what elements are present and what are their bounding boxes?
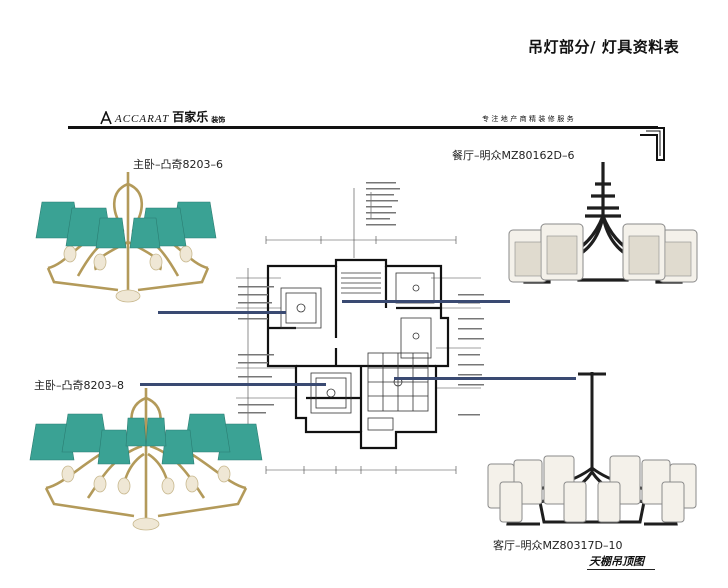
leader-line-dining-room — [342, 300, 510, 303]
chandelier-dining-room-image — [508, 162, 698, 284]
chandelier-master-bedroom-8-image — [29, 388, 263, 531]
chandelier-master-bedroom-6-image — [35, 172, 217, 303]
fixture-label-master-bedroom-6: 主卧–凸奇8203–6 — [133, 158, 223, 171]
header-rule — [68, 126, 658, 129]
ceiling-plan-caption: 天棚吊顶图 — [589, 555, 644, 568]
brand-subtitle: 装饰 — [211, 116, 226, 124]
brand-logo-group: ACCARAT 百家乐 装饰 — [100, 107, 225, 125]
leader-line-master-bedroom-8 — [140, 383, 326, 386]
fixture-label-dining-room: 餐厅–明众MZ80162D–6 — [452, 149, 575, 162]
brand-logo-text: ACCARAT — [115, 113, 170, 125]
chandelier-living-room-image — [487, 372, 697, 526]
fixture-label-living-room: 客厅–明众MZ80317D–10 — [493, 539, 623, 552]
corner-ornament-icon — [640, 127, 665, 161]
leader-line-master-bedroom-6 — [158, 311, 286, 314]
sheet-title: 吊灯部分/ 灯具资料表 — [528, 38, 680, 56]
ceiling-plan-drawing — [236, 182, 484, 474]
brand-chinese-name: 百家乐 — [172, 110, 209, 124]
brand-slogan: 专注地产商精装修服务 — [482, 115, 576, 123]
caption-underline — [587, 569, 655, 570]
brand-mark-icon — [100, 111, 112, 125]
leader-line-living-room — [394, 377, 576, 380]
fixture-label-master-bedroom-8: 主卧–凸奇8203–8 — [34, 379, 124, 392]
